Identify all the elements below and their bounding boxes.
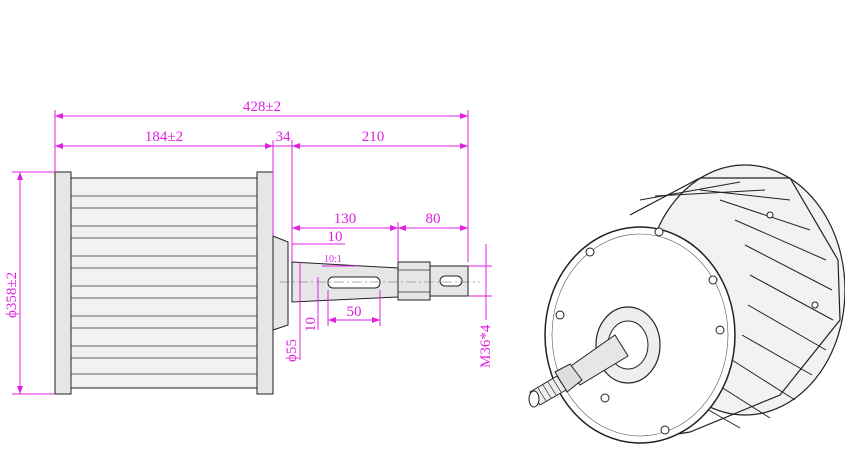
thread-label: M36*4: [478, 324, 494, 368]
drum-fins: [639, 181, 834, 429]
flange-hub: [272, 235, 289, 331]
nut: [397, 261, 431, 301]
taper-label: 10:1: [324, 254, 342, 265]
body-length-label: 184±2: [145, 129, 183, 145]
left-end-plate: [54, 171, 72, 395]
keyway-width-label: 10: [303, 317, 319, 332]
side-view: [54, 171, 480, 395]
iso-shaft: [567, 334, 629, 386]
shaft-section-2-label: 80: [426, 211, 441, 227]
shaft-diameter-label: ϕ55: [284, 339, 300, 362]
dimension-lines: [12, 110, 492, 395]
body-fins: [70, 177, 258, 389]
isometric-view: [528, 164, 845, 444]
flange-width-label: 34: [276, 129, 292, 145]
shaft-length-label: 210: [362, 129, 385, 145]
shoulder-label: 10: [328, 229, 343, 245]
right-end-plate: [256, 171, 274, 395]
shaft-section-1-label: 130: [334, 211, 357, 227]
keyway: [327, 276, 381, 289]
overall-length-label: 428±2: [243, 99, 281, 115]
body-diameter-label: ϕ358±2: [4, 272, 20, 318]
dimension-labels: 428±2 184±2 34 210 130 80 10 10:1 50 10 …: [4, 99, 494, 368]
face-bolts: [555, 211, 819, 435]
keyway-length-label: 50: [347, 304, 362, 320]
